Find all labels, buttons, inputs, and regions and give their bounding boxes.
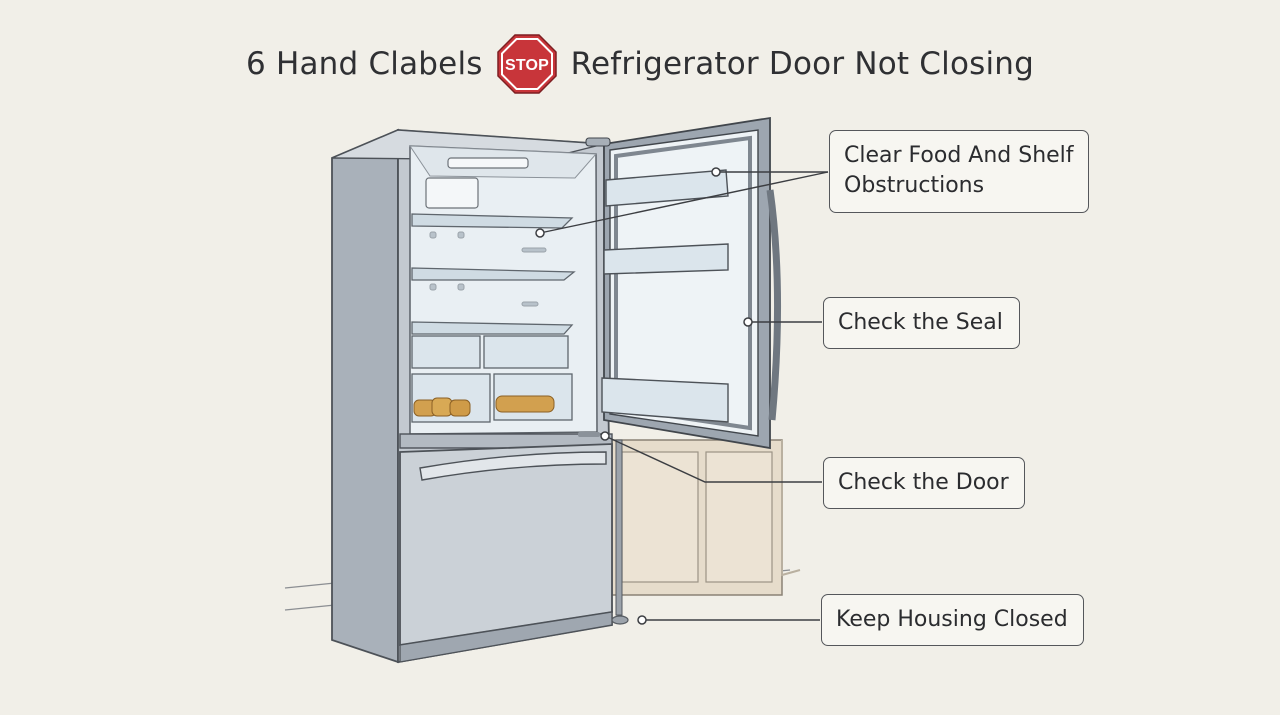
callout-line: Check the Door [838, 470, 1009, 495]
title-right-text: Refrigerator Door Not Closing [570, 46, 1035, 82]
callout-line: Obstructions [844, 173, 985, 198]
title-left-text: 6 Hand Clabels [245, 46, 483, 82]
door-sensor [578, 432, 600, 437]
leader-lines [539, 171, 829, 621]
callout-clear-obstructions: Clear Food And Shelf Obstructions [829, 130, 1089, 213]
open-door [585, 116, 782, 450]
stop-sign-icon: STOP [496, 34, 557, 94]
leveling-foot [611, 439, 629, 625]
fridge-side-panel [331, 128, 399, 664]
kitchen-cabinet [611, 439, 801, 596]
door-liner [609, 129, 759, 437]
door-bin-top [605, 169, 729, 207]
callout-line: Check the Seal [838, 310, 1003, 335]
door-bin-middle [603, 243, 729, 275]
callout-line: Clear Food And Shelf [844, 143, 1074, 168]
callout-line: Keep Housing Closed [836, 607, 1068, 632]
bread-loaves [413, 395, 555, 417]
door-handle [766, 189, 782, 421]
freezer-handle [419, 451, 607, 481]
door-gasket [614, 135, 752, 431]
shelf-lower [411, 321, 574, 335]
callout-keep-housing-closed: Keep Housing Closed [821, 594, 1084, 646]
interior-light [447, 157, 529, 169]
callout-check-seal: Check the Seal [823, 297, 1020, 349]
leader-points [535, 167, 753, 625]
stop-sign-text: STOP [505, 57, 549, 74]
glass-shelves [411, 213, 576, 335]
callout-check-door: Check the Door [823, 457, 1025, 509]
page-title: 6 Hand Clabels STOP Refrigerator Door No… [0, 34, 1280, 94]
dairy-compartment [425, 177, 479, 209]
door-bin-bottom [601, 377, 729, 423]
shelf-middle [411, 267, 576, 281]
